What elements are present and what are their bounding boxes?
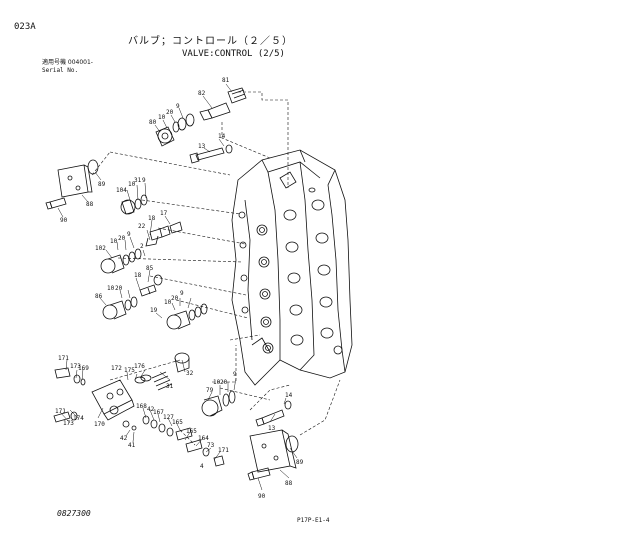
callout-17: 17 — [160, 210, 168, 217]
callout-14: 14 — [285, 392, 293, 399]
callout-10: 10 — [164, 299, 172, 306]
callout-104: 104 — [116, 187, 127, 194]
callout-9: 9 — [142, 177, 146, 184]
callout-10: 10 — [110, 238, 118, 245]
callout-14: 14 — [218, 133, 226, 140]
callout-172: 172 — [111, 365, 122, 372]
pilot-line-chain — [142, 415, 225, 467]
valve-body — [231, 149, 353, 386]
callout-20: 20 — [115, 285, 123, 292]
callout-18: 18 — [134, 272, 142, 279]
callout-42: 42 — [147, 406, 155, 413]
callout-31: 31 — [134, 177, 142, 184]
callout-10: 10 — [213, 379, 221, 386]
callout-31: 31 — [166, 383, 174, 390]
callout-165: 165 — [186, 428, 197, 435]
callout-167: 167 — [153, 409, 164, 416]
callout-89: 89 — [296, 459, 304, 466]
serial-label-english: Serial No. — [42, 67, 79, 74]
callout-9: 9 — [233, 371, 237, 378]
spring-32-group — [134, 352, 190, 391]
callout-80: 80 — [149, 119, 157, 126]
callout-88: 88 — [285, 480, 293, 487]
callout-10: 10 — [158, 114, 166, 121]
bolt-13-bottom — [255, 400, 292, 427]
callout-10: 10 — [107, 285, 115, 292]
solenoid-block-group — [53, 367, 137, 431]
callout-10: 10 — [128, 181, 136, 188]
callout-171: 171 — [218, 447, 229, 454]
callout-102: 102 — [95, 245, 106, 252]
diagram-title-english: VALVE:CONTROL (2/5) — [182, 49, 285, 59]
callout-86: 86 — [95, 293, 103, 300]
callout-165: 165 — [172, 419, 183, 426]
callout-164: 164 — [198, 435, 209, 442]
diagram-title-japanese: バルブ；コントロール（２／５） — [128, 36, 293, 47]
callout-82: 82 — [198, 90, 206, 97]
callout-9: 9 — [127, 231, 131, 238]
cover-88-top — [45, 159, 99, 210]
callout-170: 170 — [94, 421, 105, 428]
callout-4: 4 — [200, 463, 204, 470]
callout-168: 168 — [136, 403, 147, 410]
callout-175: 175 — [124, 367, 135, 374]
plug-104-group — [120, 194, 148, 215]
drawing-number: 0827300 — [57, 509, 91, 518]
callout-176: 176 — [134, 363, 145, 370]
sheet-code: 023A — [14, 22, 36, 32]
relief-valve-top — [155, 87, 247, 147]
page-reference: P17P-E1-4 — [297, 517, 330, 524]
check-valve-17-group — [145, 221, 183, 247]
callout-20: 20 — [118, 235, 126, 242]
callout-20: 20 — [220, 379, 228, 386]
callout-2: 2 — [140, 243, 144, 250]
plug-102-group — [100, 248, 142, 274]
callout-9: 9 — [176, 103, 180, 110]
callout-169: 169 — [78, 365, 89, 372]
callout-79: 79 — [206, 387, 214, 394]
callout-90: 90 — [60, 217, 68, 224]
callout-81: 81 — [222, 77, 230, 84]
callout-171: 171 — [58, 355, 69, 362]
callout-73: 73 — [207, 442, 215, 449]
assembly-lines — [91, 91, 341, 446]
serial-label-japanese: 適用号機 004001- — [42, 59, 93, 66]
poppet-85-group — [139, 274, 163, 297]
callout-171: 171 — [55, 408, 66, 415]
callout-174: 174 — [73, 415, 84, 422]
callout-20: 20 — [171, 295, 179, 302]
callout-32: 32 — [186, 370, 194, 377]
callout-13: 13 — [268, 425, 276, 432]
callout-173: 173 — [63, 420, 74, 427]
callout-42: 42 — [120, 435, 128, 442]
callout-22: 22 — [138, 223, 146, 230]
callout-20: 20 — [166, 109, 174, 116]
callout-9: 9 — [180, 290, 184, 297]
callout-41: 41 — [128, 442, 136, 449]
callout-85: 85 — [146, 265, 154, 272]
bolt-13-top — [189, 144, 233, 164]
callout-19: 19 — [150, 307, 158, 314]
callout-90: 90 — [258, 493, 266, 500]
spool-19-group — [166, 303, 208, 330]
callout-88: 88 — [86, 201, 94, 208]
leader-lines — [57, 83, 298, 491]
plug-79-group — [201, 390, 236, 417]
callout-73: 173 — [70, 363, 81, 370]
callout-13: 13 — [198, 143, 206, 150]
cover-88-bottom — [247, 429, 299, 481]
callout-18: 18 — [148, 215, 156, 222]
callout-127: 127 — [163, 414, 174, 421]
plug-86-group — [102, 296, 138, 320]
callout-89: 89 — [98, 181, 106, 188]
